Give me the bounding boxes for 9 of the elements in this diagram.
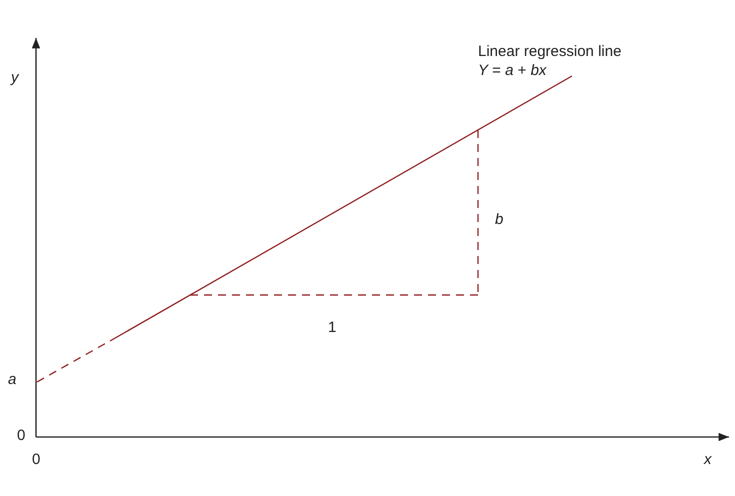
- origin-label: 0: [32, 452, 40, 468]
- run-label: 1: [328, 320, 336, 336]
- line-label: Linear regression line: [478, 44, 622, 60]
- origin-label: 0: [17, 428, 26, 444]
- slope-label: b: [495, 212, 504, 228]
- axis-label: y: [11, 70, 18, 86]
- axis-label: x: [704, 452, 712, 468]
- equation: Y = a + bx: [478, 63, 546, 80]
- intercept-label: a: [8, 372, 16, 388]
